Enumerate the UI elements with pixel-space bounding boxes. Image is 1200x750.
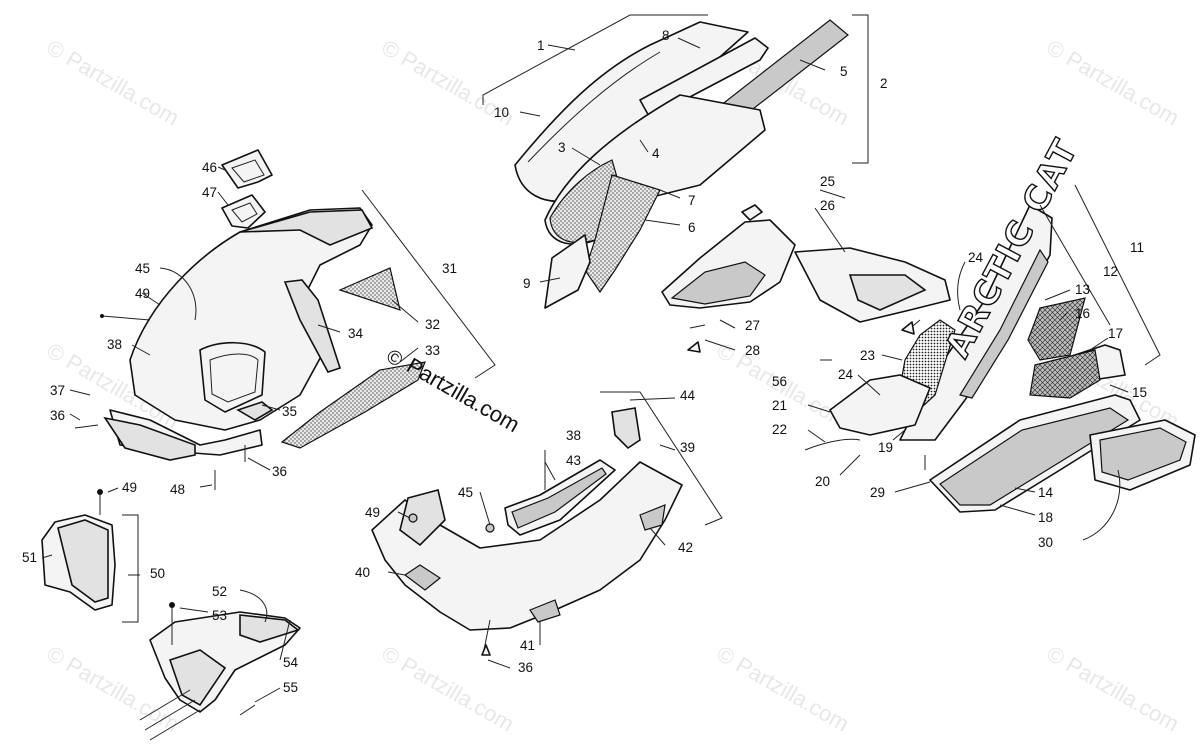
gasket-lower	[221, 194, 266, 229]
callout-8[interactable]: 8	[662, 28, 670, 43]
bracket-39	[600, 391, 723, 526]
callout-38[interactable]: 38	[107, 337, 122, 352]
side-panel-body	[129, 207, 373, 431]
belly-pan-assembly: 36 38 39 40 41 42 43 44 45 49	[355, 388, 723, 675]
callout-15[interactable]: 15	[1132, 385, 1147, 400]
lower-bumper	[829, 374, 931, 436]
callout-46[interactable]: 46	[202, 160, 217, 175]
plug-25	[741, 204, 763, 221]
callout-34[interactable]: 34	[348, 326, 364, 341]
watermark: © Partzilla.com	[43, 35, 184, 131]
mesh-grille-center	[1027, 297, 1086, 361]
callout-22[interactable]: 22	[772, 422, 787, 437]
callout-27[interactable]: 27	[745, 318, 760, 333]
callout-10[interactable]: 10	[494, 105, 509, 120]
bracket-2	[852, 14, 869, 164]
bracket-12	[1039, 204, 1111, 326]
callout-56[interactable]: 56	[772, 374, 787, 389]
support-strut	[283, 279, 342, 373]
gasket-upper	[221, 149, 273, 189]
callout-23[interactable]: 23	[860, 348, 875, 363]
bracket-part	[611, 407, 641, 450]
windshield-assembly: 1 2 3 4 5 6 7 8 9 10	[482, 14, 888, 309]
callout-52[interactable]: 52	[212, 584, 227, 599]
callout-43[interactable]: 43	[566, 453, 581, 468]
callout-14[interactable]: 14	[1038, 485, 1054, 500]
callout-44[interactable]: 44	[680, 388, 696, 403]
callout-30[interactable]: 30	[1038, 535, 1053, 550]
callout-11[interactable]: 11	[1130, 240, 1144, 255]
callout-35[interactable]: 35	[282, 404, 297, 419]
callout-49[interactable]: 49	[122, 480, 137, 495]
callout-45[interactable]: 45	[135, 261, 150, 276]
callout-29[interactable]: 29	[870, 485, 885, 500]
callout-42[interactable]: 42	[678, 540, 693, 555]
watermark: © Partzilla.com	[713, 641, 854, 737]
callout-3[interactable]: 3	[558, 140, 566, 155]
callout-33[interactable]: 33	[425, 343, 440, 358]
callout-24[interactable]: 24	[968, 250, 984, 265]
callout-9[interactable]: 9	[523, 276, 531, 291]
callout-39[interactable]: 39	[680, 440, 695, 455]
belly-pan	[371, 461, 683, 631]
callout-38[interactable]: 38	[566, 428, 581, 443]
side-skirt	[280, 361, 426, 449]
callout-26[interactable]: 26	[820, 198, 835, 213]
callout-51[interactable]: 51	[22, 550, 37, 565]
callout-36[interactable]: 36	[50, 408, 65, 423]
watermark: © Partzilla.com	[1043, 641, 1184, 737]
callout-50[interactable]: 50	[150, 566, 165, 581]
left-body-assembly: 31 32 33 34 35 36 36 37 38 45 46 47 48 4…	[50, 149, 496, 497]
callout-18[interactable]: 18	[1038, 510, 1053, 525]
callout-12[interactable]: 12	[1103, 264, 1118, 279]
bracket-11	[1074, 184, 1161, 366]
callout-36[interactable]: 36	[272, 464, 287, 479]
watermark-center: Partzilla.com	[403, 353, 525, 438]
callout-5[interactable]: 5	[840, 64, 848, 79]
callout-54[interactable]: 54	[283, 655, 299, 670]
callout-45[interactable]: 45	[458, 485, 473, 500]
bracket-50	[122, 514, 139, 623]
callout-47[interactable]: 47	[202, 185, 217, 200]
callout-7[interactable]: 7	[688, 193, 696, 208]
side-panel	[584, 174, 661, 294]
lower-left-assembly: 49 50 51 52 53 54 55	[22, 480, 301, 741]
side-flap	[399, 489, 446, 547]
callout-4[interactable]: 4	[652, 146, 660, 161]
callout-28[interactable]: 28	[745, 343, 760, 358]
callout-25[interactable]: 25	[820, 174, 835, 189]
watermark: © Partzilla.com	[378, 641, 519, 737]
callout-24[interactable]: 24	[838, 367, 854, 382]
lower-fairing	[103, 416, 196, 461]
callout-20[interactable]: 20	[815, 474, 830, 489]
callout-16[interactable]: 16	[1075, 306, 1090, 321]
callout-17[interactable]: 17	[1108, 326, 1123, 341]
callout-48[interactable]: 48	[170, 482, 185, 497]
callout-13[interactable]: 13	[1075, 282, 1090, 297]
bracket-31	[361, 189, 496, 379]
callout-37[interactable]: 37	[50, 383, 65, 398]
callout-21[interactable]: 21	[772, 398, 787, 413]
callout-32[interactable]: 32	[425, 317, 440, 332]
watermark: © Partzilla.com	[1043, 35, 1184, 131]
callout-49[interactable]: 49	[365, 505, 380, 520]
callout-1[interactable]: 1	[537, 38, 545, 53]
top-duct	[239, 209, 374, 246]
callout-53[interactable]: 53	[212, 608, 227, 623]
lower-panel	[544, 234, 591, 309]
callout-19[interactable]: 19	[878, 440, 893, 455]
callout-55[interactable]: 55	[283, 680, 298, 695]
callout-40[interactable]: 40	[355, 565, 370, 580]
bracket-1	[482, 14, 708, 105]
nose-assembly: 25 26 27 28 56	[661, 174, 951, 389]
callout-2[interactable]: 2	[880, 76, 888, 91]
callout-6[interactable]: 6	[688, 220, 696, 235]
vent-piece	[338, 267, 401, 311]
callout-41[interactable]: 41	[520, 638, 535, 653]
callout-36[interactable]: 36	[518, 660, 533, 675]
callout-31[interactable]: 31	[442, 261, 457, 276]
callout-49[interactable]: 49	[135, 286, 150, 301]
windshield-edge	[527, 51, 661, 163]
